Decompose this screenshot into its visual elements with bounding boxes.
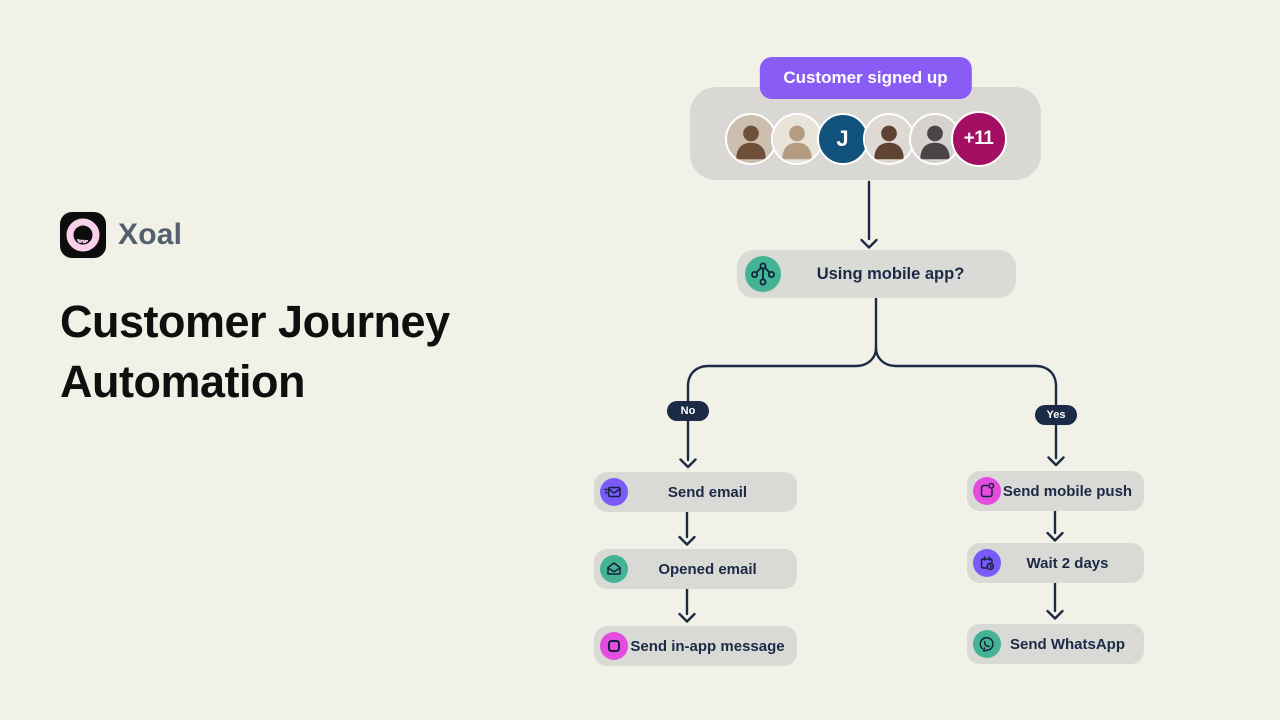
connector-push-wait	[1046, 509, 1064, 542]
connector-trigger-to-decision	[860, 180, 878, 249]
branch-label-yes: Yes	[1035, 405, 1077, 425]
person-avatar-icon	[772, 115, 821, 163]
step-label: Send WhatsApp	[1010, 635, 1125, 653]
in-app-message-icon	[600, 632, 628, 660]
step-send-email[interactable]: Send email	[594, 472, 797, 512]
connector-openedemail-inapp	[678, 587, 696, 623]
page-title-line2: Automation	[60, 356, 305, 407]
step-label: Send in-app message	[630, 637, 785, 655]
step-opened-email[interactable]: Opened email	[594, 549, 797, 589]
brand-name: Xoal	[118, 218, 183, 251]
connector-sendemail-openedemail	[678, 510, 696, 546]
avatar	[862, 113, 915, 165]
page-title: Customer Journey Automation	[60, 292, 450, 412]
person-avatar-icon	[910, 115, 959, 163]
logo-ring-icon	[66, 218, 100, 252]
step-send-in-app-message[interactable]: Send in-app message	[594, 626, 797, 666]
step-label: Opened email	[658, 560, 757, 578]
send-email-icon	[600, 478, 628, 506]
wait-icon	[973, 549, 1001, 577]
branch-label-no: No	[667, 401, 709, 421]
person-avatar-icon	[726, 115, 775, 163]
step-label: Send email	[667, 483, 748, 501]
connector-branch-no	[679, 346, 878, 469]
decision-label: Using mobile app?	[816, 264, 965, 283]
whatsapp-icon	[973, 630, 1001, 658]
step-label: Wait 2 days	[1026, 554, 1109, 572]
avatar-initial: J	[816, 113, 869, 165]
avatar	[724, 113, 777, 165]
avatar-group: J +11	[724, 111, 1007, 167]
avatar	[908, 113, 961, 165]
avatar	[770, 113, 823, 165]
brand-logo-row: Xoal	[60, 212, 182, 258]
page-title-line1: Customer Journey	[60, 296, 450, 347]
avatar-overflow-count: +11	[950, 111, 1007, 167]
branch-icon	[745, 256, 781, 292]
mobile-push-icon	[973, 477, 1001, 505]
xoal-logo-icon	[60, 212, 106, 258]
step-wait-2-days[interactable]: Wait 2 days	[967, 543, 1144, 583]
decision-node[interactable]: Using mobile app?	[737, 250, 1016, 298]
trigger-node[interactable]: Customer signed up J	[690, 57, 1041, 180]
connector-wait-whatsapp	[1046, 581, 1064, 620]
step-send-mobile-push[interactable]: Send mobile push	[967, 471, 1144, 511]
trigger-badge[interactable]: Customer signed up	[759, 57, 972, 99]
step-send-whatsapp[interactable]: Send WhatsApp	[967, 624, 1144, 664]
person-avatar-icon	[864, 115, 913, 163]
step-label: Send mobile push	[1002, 482, 1133, 500]
connector-branch-yes	[874, 346, 1065, 467]
opened-email-icon	[600, 555, 628, 583]
